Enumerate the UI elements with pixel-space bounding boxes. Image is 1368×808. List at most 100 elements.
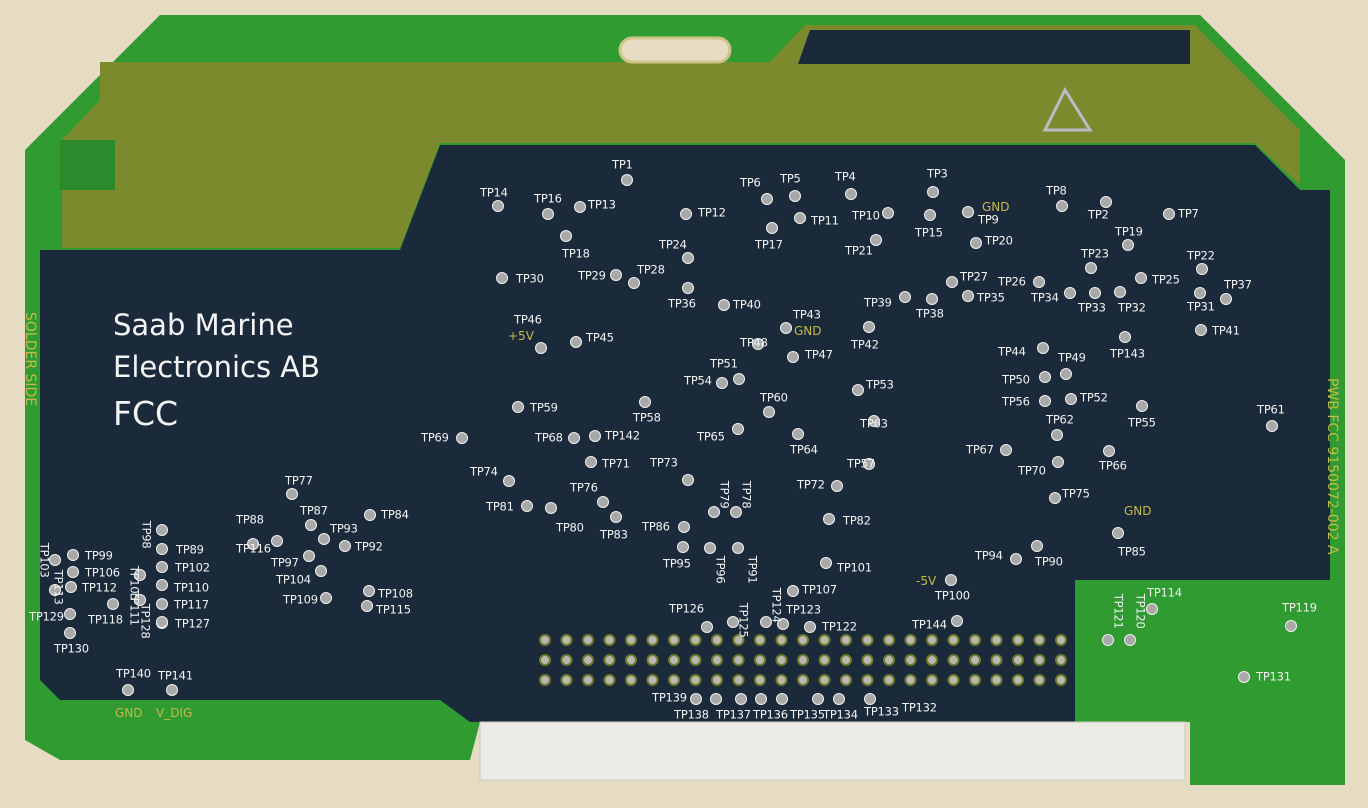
test-point-label: TP124 [769, 587, 784, 623]
test-point-label: TP49 [1058, 350, 1086, 365]
test-point-pad [1124, 634, 1136, 646]
connector-pin [711, 634, 723, 646]
test-point-label: TP99 [85, 548, 113, 563]
connector-pin [861, 674, 874, 686]
test-point-pad [833, 693, 845, 705]
test-point-label: TP12 [698, 205, 726, 220]
test-point-label: TP86 [642, 519, 670, 534]
test-point-label: TP56 [1002, 394, 1030, 409]
part-number-label: PWB FCC 9150072-002 A [1324, 378, 1340, 555]
test-point-pad [680, 208, 692, 220]
connector-pin [797, 654, 809, 666]
test-point-pad [831, 480, 843, 492]
test-point-label: TP1 [612, 157, 633, 172]
connector-pin [840, 674, 852, 686]
test-point-pad [512, 401, 524, 413]
test-point-label: TP107 [802, 582, 837, 597]
connector-pin [539, 634, 551, 646]
test-point-label: TP97 [271, 555, 299, 570]
test-point-pad [492, 200, 504, 212]
test-point-label: TP27 [960, 269, 988, 284]
test-point-pad [1085, 262, 1097, 274]
logo-triangle [1042, 86, 1093, 132]
test-point-pad [1136, 400, 1148, 412]
test-point-label: TP106 [85, 565, 120, 580]
test-point-label: TP19 [1115, 224, 1143, 239]
test-point-pad [1000, 444, 1012, 456]
test-point-pad [789, 190, 801, 202]
connector-pin [1033, 674, 1046, 686]
test-point-label: TP25 [1152, 272, 1180, 287]
test-point-label: TP142 [605, 428, 640, 443]
test-point-label: TP71 [602, 456, 630, 471]
test-point-label: TP110 [174, 580, 209, 595]
test-point-pad [1194, 287, 1206, 299]
test-point-label: TP125 [736, 602, 751, 638]
test-point-label: TP41 [1212, 323, 1240, 338]
test-point-pad [1220, 293, 1232, 305]
test-point-pad [794, 212, 806, 224]
test-point-pad [787, 585, 799, 597]
connector-pin [1055, 674, 1067, 686]
test-point-pad [305, 519, 317, 531]
net-label-gnd: GND [794, 324, 822, 338]
test-point-label: TP96 [713, 555, 728, 584]
test-point-label: TP121 [1111, 593, 1126, 629]
test-point-pad [970, 237, 982, 249]
component-footprint [60, 140, 115, 190]
test-point-pad [1146, 603, 1158, 615]
test-point-label: TP81 [486, 499, 514, 514]
test-point-label: TP58 [633, 410, 661, 425]
test-point-label: TP112 [82, 580, 117, 595]
connector-pin-grid [539, 634, 1067, 686]
connector-pin [990, 654, 1003, 666]
test-point-label: TP62 [1046, 412, 1074, 427]
test-point-pad [752, 338, 764, 350]
test-point-label: TP79 [717, 480, 732, 509]
test-point-pad [792, 428, 804, 440]
test-point-label: TP23 [1081, 246, 1109, 261]
test-point-pad [1119, 331, 1131, 343]
test-point-label: TP4 [835, 169, 856, 184]
test-point-label: TP54 [684, 373, 712, 388]
test-point-label: TP55 [1128, 415, 1156, 430]
mounting-slot [618, 36, 732, 64]
test-point-pad [67, 566, 79, 578]
test-point-label: TP88 [236, 512, 264, 527]
test-point-pad [49, 584, 61, 596]
test-point-pad [67, 549, 79, 561]
test-point-pad [585, 456, 597, 468]
test-point-pad [1122, 239, 1134, 251]
test-point-label: TP119 [1282, 600, 1317, 615]
connector-pin [947, 634, 960, 646]
test-point-pad [361, 600, 373, 612]
test-point-label: TP52 [1080, 390, 1108, 405]
connector-pin [1012, 654, 1024, 666]
test-point-pad [760, 616, 772, 628]
test-point-label: TP84 [381, 507, 409, 522]
connector-pin [990, 634, 1003, 646]
test-point-label: TP136 [753, 707, 788, 722]
connector-pin [1033, 654, 1046, 666]
test-point-pad [864, 693, 876, 705]
connector-pin [926, 654, 938, 666]
test-point-pad [1056, 200, 1068, 212]
test-point-label: TP76 [570, 480, 598, 495]
test-point-pad [639, 396, 651, 408]
test-point-pad [503, 475, 515, 487]
connector-pin [1012, 634, 1024, 646]
net-label-minus5v: -5V [916, 574, 937, 588]
test-point-label: TP131 [1256, 669, 1291, 684]
test-point-label: TP120 [1133, 593, 1148, 629]
test-point-label: TP15 [915, 225, 943, 240]
test-point-label: TP50 [1002, 372, 1030, 387]
test-point-pad [456, 432, 468, 444]
test-point-label: TP139 [652, 690, 687, 705]
test-point-pad [568, 432, 580, 444]
connector-pin [668, 634, 680, 646]
test-point-pad [1163, 208, 1175, 220]
test-point-label: TP117 [174, 597, 209, 612]
connector-pin [539, 674, 551, 686]
test-point-pad [286, 488, 298, 500]
test-point-label: TP42 [851, 337, 879, 352]
